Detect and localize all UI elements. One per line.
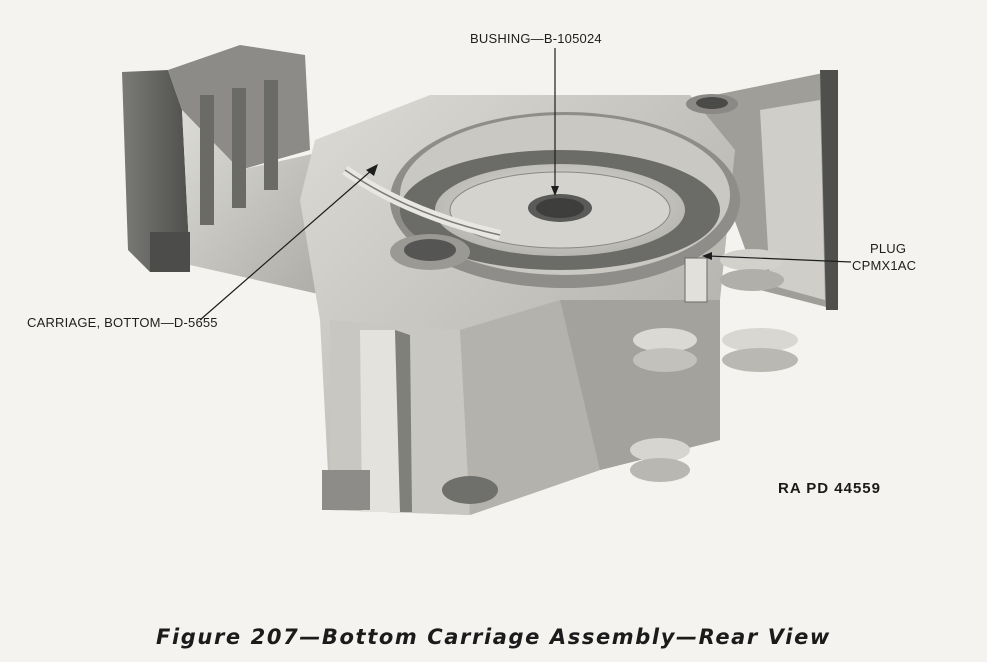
right-plate bbox=[690, 70, 838, 310]
bushing-callout: BUSHING—B-105024 bbox=[470, 31, 602, 46]
left-bracket bbox=[122, 45, 345, 300]
carriage-callout: CARRIAGE, BOTTOM—D-5655 bbox=[27, 315, 218, 330]
bushing-race bbox=[342, 112, 740, 288]
lugs bbox=[322, 94, 798, 510]
leader-lines bbox=[199, 48, 852, 321]
bottom-carriage-photo bbox=[122, 45, 852, 515]
figure-caption: Figure 207—Bottom Carriage Assembly—Rear… bbox=[156, 625, 831, 649]
reference-number: RA PD 44559 bbox=[778, 480, 881, 497]
plug-callout-line1: PLUG bbox=[870, 241, 907, 256]
plug-callout-line2: CPMX1AC bbox=[852, 258, 917, 273]
